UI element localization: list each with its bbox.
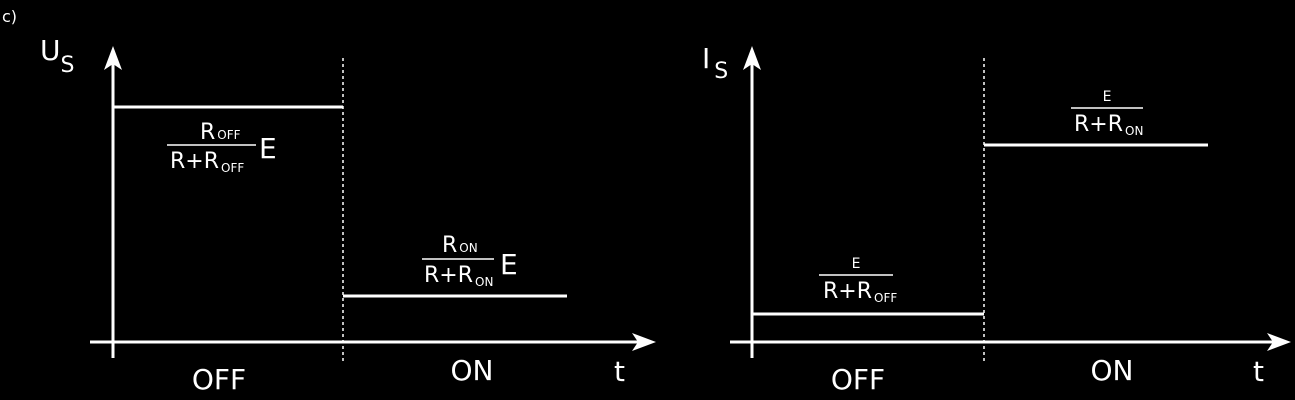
current-off-numerator: E: [852, 256, 861, 272]
current-y-subscript: S: [714, 59, 728, 84]
current-phase-on: ON: [1091, 354, 1134, 387]
current-y-symbol: I: [702, 42, 710, 75]
voltage-phase-on: ON: [451, 354, 494, 387]
current-on-numerator: E: [1103, 89, 1112, 105]
voltage-y-axis-arrow-icon: [104, 46, 122, 70]
panel-label: c): [2, 7, 17, 26]
voltage-y-label: US: [40, 34, 74, 78]
voltage-y-subscript: S: [61, 53, 75, 78]
voltage-x-label: t: [614, 355, 625, 388]
current-phase-off: OFF: [831, 363, 885, 396]
voltage-x-axis-arrow-icon: [632, 333, 656, 351]
current-x-label: t: [1253, 355, 1264, 388]
current-y-axis-arrow-icon: [743, 46, 761, 70]
voltage-phase-off: OFF: [192, 363, 246, 396]
voltage-on-factor: E: [500, 248, 518, 281]
voltage-off-factor: E: [259, 132, 277, 165]
current-x-axis-arrow-icon: [1267, 333, 1291, 351]
voltage-y-symbol: U: [40, 34, 61, 67]
